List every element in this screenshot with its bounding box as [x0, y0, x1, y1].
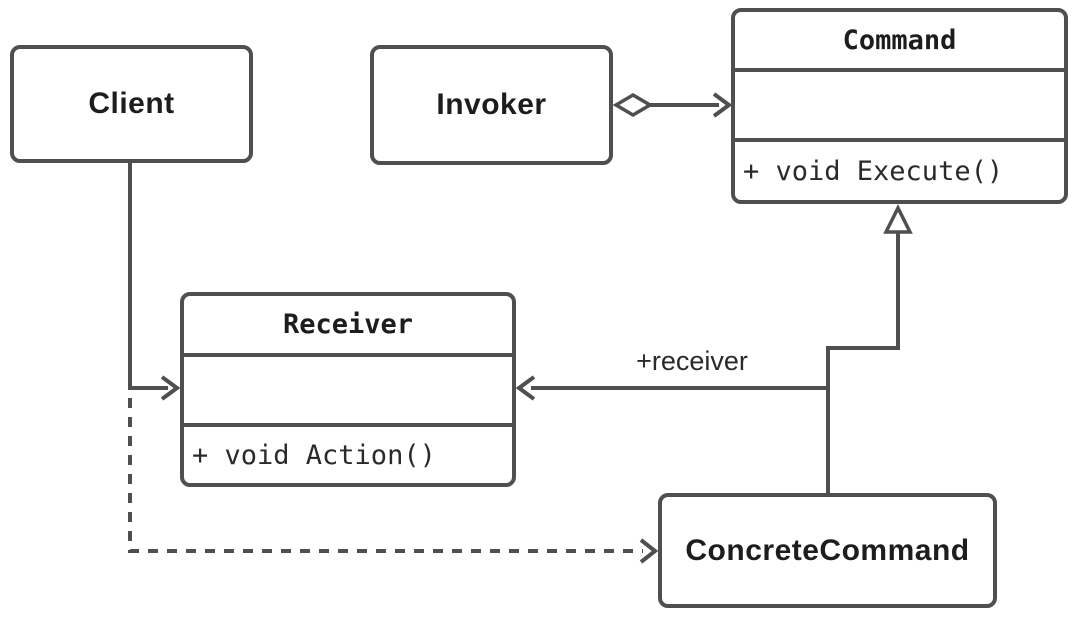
class-name-invoker: Invoker	[436, 88, 547, 121]
client-concretecommand-arrowhead-icon	[639, 538, 659, 564]
command-method-execute: + void Execute()	[735, 138, 1064, 200]
inheritance-triangle-icon	[883, 204, 913, 234]
class-box-concrete-command: ConcreteCommand	[658, 493, 997, 608]
class-name-receiver: Receiver	[282, 309, 414, 340]
receiver-association-label: +receiver	[636, 346, 748, 376]
class-name-client: Client	[88, 87, 175, 120]
class-box-command: Command + void Execute()	[731, 8, 1068, 204]
receiver-method-action: + void Action()	[184, 423, 512, 483]
class-box-invoker: Invoker	[370, 45, 613, 165]
class-name-command: Command	[842, 24, 957, 56]
client-receiver-arrowhead-icon	[160, 375, 181, 401]
class-box-receiver: Receiver + void Action()	[180, 292, 516, 487]
invoker-command-arrowhead-icon	[712, 92, 733, 118]
concretecommand-receiver-arrowhead-icon	[515, 375, 536, 401]
client-receiver-association-line	[128, 163, 168, 390]
class-box-client: Client	[10, 45, 253, 163]
client-concretecommand-dependency-line	[128, 398, 643, 553]
command-attributes-compartment	[735, 68, 1064, 138]
aggregation-diamond-icon	[612, 92, 654, 118]
class-name-concrete-command: ConcreteCommand	[685, 533, 970, 567]
concretecommand-command-inheritance-line	[826, 230, 900, 493]
receiver-attributes-compartment	[184, 353, 512, 423]
